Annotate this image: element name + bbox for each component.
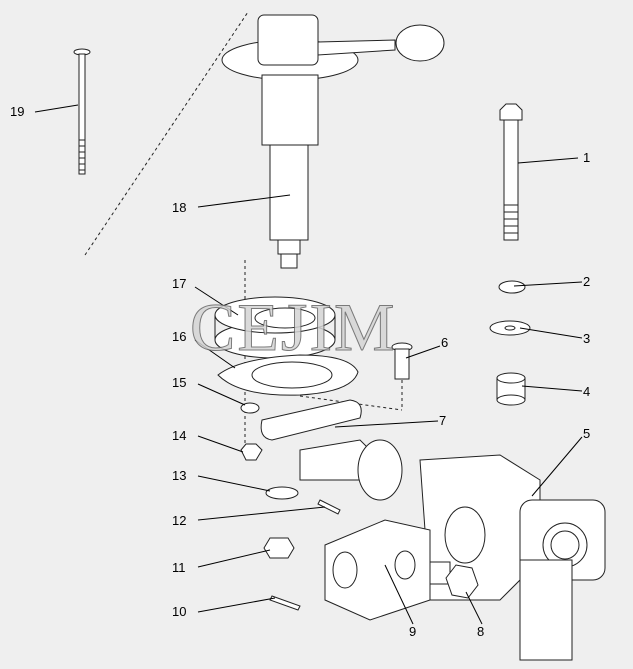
gasket-16 [217, 354, 359, 396]
plug-8 [429, 561, 479, 599]
assembly-lines [84, 11, 403, 450]
screw-19 [73, 48, 91, 175]
part-label-7: 7 [439, 413, 447, 428]
part-label-10: 10 [172, 604, 187, 619]
part-label-2: 2 [583, 274, 591, 289]
spring-washer-2 [498, 280, 526, 294]
flat-washer-3 [489, 320, 531, 336]
adapter-block-9 [324, 519, 431, 621]
handle-assembly-18 [221, 14, 445, 269]
castle-nut-11 [263, 537, 295, 559]
leader-lines [34, 104, 583, 625]
part-label-19: 19 [10, 104, 25, 119]
spacer-17 [214, 296, 336, 359]
part-label-18: 18 [172, 200, 187, 215]
part-label-3: 3 [583, 331, 591, 346]
part-label-12: 12 [172, 513, 187, 528]
part-label-8: 8 [477, 624, 485, 639]
lever-7 [260, 399, 362, 441]
part-label-5: 5 [583, 426, 591, 441]
cotter-pin-12 [317, 499, 341, 515]
bolt-1 [499, 103, 523, 241]
part-label-16: 16 [172, 329, 187, 344]
pin-6 [391, 342, 413, 380]
part-label-4: 4 [583, 384, 591, 399]
part-label-6: 6 [441, 335, 449, 350]
part-label-15: 15 [172, 375, 187, 390]
part-label-17: 17 [172, 276, 187, 291]
spring-washer-15 [240, 402, 260, 414]
watermark-text: CEJIM [189, 289, 397, 365]
nut-14 [240, 443, 263, 461]
part-label-13: 13 [172, 468, 187, 483]
bushing-4 [496, 372, 526, 406]
washer-13 [265, 486, 299, 500]
part-label-11: 11 [172, 560, 186, 575]
part-label-14: 14 [172, 428, 187, 443]
part-label-1: 1 [583, 150, 591, 165]
part-label-9: 9 [409, 624, 417, 639]
